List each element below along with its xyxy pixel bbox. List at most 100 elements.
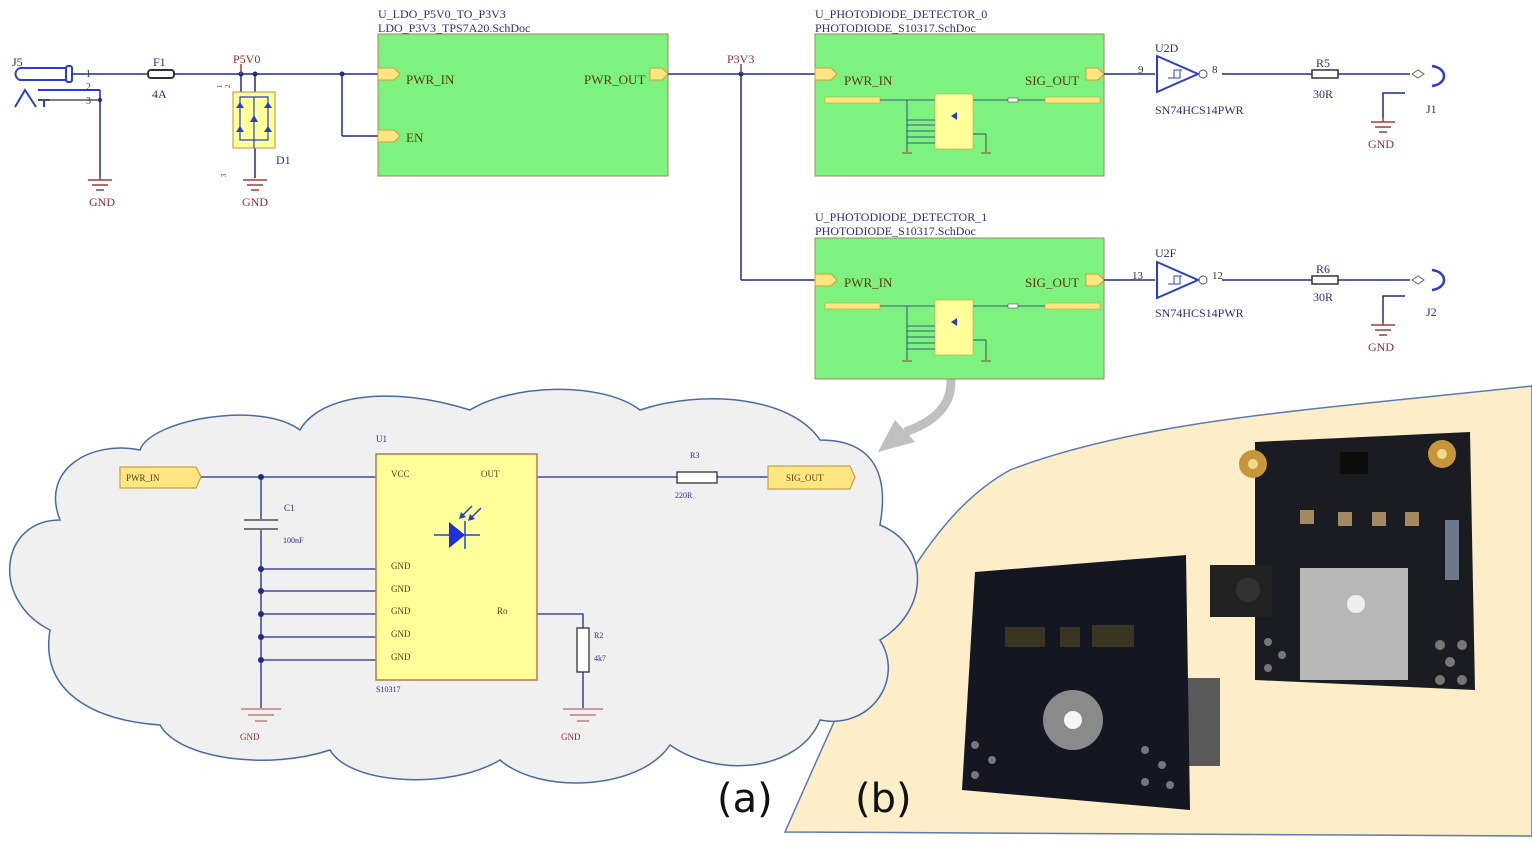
ldo-instance-name: U_LDO_P5V0_TO_P3V3: [378, 7, 506, 21]
fuse-f1[interactable]: [147, 69, 175, 79]
ldo-port-en[interactable]: [377, 129, 401, 143]
u2f-pin-in: 13: [1132, 270, 1144, 282]
fuse-f1-value: 4A: [152, 87, 167, 101]
junction: [258, 588, 264, 594]
j2-ref: J2: [1426, 305, 1437, 319]
u1-pin-gnd: GND: [391, 561, 411, 571]
photodiode-ic-u1[interactable]: [375, 453, 538, 681]
gnd-symbol: [563, 708, 603, 722]
u2d-pin-out: 8: [1212, 64, 1218, 76]
ldo-port-pwr-in-label: PWR_IN: [406, 72, 455, 87]
detail-port-pwr-in-label: PWR_IN: [126, 473, 160, 483]
gnd-symbol: [1371, 322, 1395, 336]
ldo-sheet-block[interactable]: [377, 33, 669, 177]
detector-0-port-pwr-in[interactable]: [814, 67, 838, 81]
detail-port-pwr-in[interactable]: [119, 466, 202, 489]
detector-0-instance-name: U_PHOTODIODE_DETECTOR_0: [815, 7, 987, 21]
detail-port-sig-out-label: SIG_OUT: [786, 473, 824, 483]
d1-pin-2: 2: [224, 84, 232, 88]
detector-1-port-sig-out[interactable]: [1085, 273, 1105, 287]
j5-pin-2: 2: [86, 82, 91, 93]
ldo-port-pwr-out-label: PWR_OUT: [584, 72, 645, 87]
junction: [258, 657, 264, 663]
u1-pin-vcc: VCC: [391, 469, 410, 479]
detector-0-port-sig-out-label: SIG_OUT: [1025, 73, 1079, 88]
u2f-part: SN74HCS14PWR: [1155, 306, 1244, 320]
photodiode-icon: [434, 505, 482, 549]
detector-0-port-sig-out[interactable]: [1085, 67, 1105, 81]
gnd-label: GND: [561, 732, 581, 742]
u2f-pin-out: 12: [1212, 270, 1223, 282]
zoom-arrow-head: [878, 420, 915, 452]
channel-1-wires: [1104, 279, 1410, 322]
channel-0-wires: [1104, 73, 1410, 118]
zoom-arrow: [903, 371, 956, 437]
gnd-label: GND: [89, 195, 115, 209]
d1-pin-3: 3: [220, 173, 228, 177]
c1-ref: C1: [284, 503, 295, 513]
r6-value: 30R: [1313, 290, 1333, 304]
r3-value: 220R: [675, 491, 693, 500]
d1-pin-1: 1: [216, 84, 224, 88]
capacitor-c1[interactable]: [244, 519, 278, 530]
gnd-label: GND: [1368, 137, 1394, 151]
detector-0-port-pwr-in-label: PWR_IN: [844, 73, 893, 88]
detector-1-port-sig-out-label: SIG_OUT: [1025, 275, 1079, 290]
net-label-p5v0: P5V0: [233, 52, 260, 66]
tvs-diode-d1[interactable]: [232, 91, 276, 149]
detail-port-sig-out[interactable]: [767, 465, 856, 490]
resistor-r5[interactable]: [1311, 69, 1339, 79]
gnd-label: GND: [240, 732, 260, 742]
r2-ref: R2: [594, 631, 603, 640]
u2d-ref: U2D: [1155, 41, 1179, 55]
schmitt-buffer-u2d[interactable]: [1156, 54, 1208, 94]
u1-pin-gnd: GND: [391, 652, 411, 662]
u1-pin-gnd: GND: [391, 584, 411, 594]
u1-pin-gnd: GND: [391, 629, 411, 639]
u1-pin-ro: Ro: [497, 606, 508, 616]
gnd-label: GND: [242, 195, 268, 209]
detector-1-instance-name: U_PHOTODIODE_DETECTOR_1: [815, 210, 987, 224]
junction: [258, 566, 264, 572]
detector-1-port-pwr-in-label: PWR_IN: [844, 275, 893, 290]
fuse-f1-ref: F1: [153, 55, 166, 69]
junction: [252, 71, 258, 77]
c1-value: 100nF: [283, 536, 304, 545]
r6-ref: R6: [1316, 262, 1330, 276]
gnd-symbol: [243, 179, 267, 191]
j1-ref: J1: [1426, 102, 1437, 116]
panel-label-b: (b): [855, 776, 912, 822]
ldo-port-pwr-in[interactable]: [377, 67, 401, 81]
u1-pin-gnd: GND: [391, 606, 411, 616]
d1-ref: D1: [276, 153, 291, 167]
panel-label-a: (a): [717, 776, 773, 822]
gnd-symbol: [1371, 118, 1395, 133]
detector-1-thumbnail: [824, 299, 1101, 362]
j5-connector[interactable]: [14, 65, 100, 108]
r5-ref: R5: [1316, 56, 1330, 70]
wire-p3v3: [668, 73, 816, 281]
wire-p5v0: [72, 73, 378, 178]
detector-0-thumbnail: [824, 93, 1101, 154]
junction: [258, 474, 264, 480]
ldo-port-pwr-out[interactable]: [649, 67, 669, 81]
u2d-pin-in: 9: [1138, 64, 1144, 76]
sma-connector-j2[interactable]: [1411, 268, 1446, 292]
schmitt-buffer-u2f[interactable]: [1156, 260, 1208, 300]
gnd-label: GND: [1368, 340, 1394, 354]
net-label-p3v3: P3V3: [727, 52, 754, 66]
pcb-photo-back-board: [962, 555, 1220, 810]
j5-ref: J5: [12, 55, 23, 69]
gnd-symbol: [241, 708, 281, 722]
resistor-r2[interactable]: [576, 627, 590, 673]
detector-1-port-pwr-in[interactable]: [814, 273, 838, 287]
resistor-r6[interactable]: [1311, 275, 1339, 285]
sma-connector-j1[interactable]: [1411, 64, 1446, 88]
pcb-photo-front-board: [1210, 432, 1475, 690]
resistor-r3[interactable]: [676, 471, 718, 484]
detector-0-file-name: PHOTODIODE_S10317.SchDoc: [815, 21, 976, 35]
junction: [258, 634, 264, 640]
ldo-file-name: LDO_P3V3_TPS7A20.SchDoc: [378, 21, 530, 35]
u1-pin-out: OUT: [481, 469, 500, 479]
